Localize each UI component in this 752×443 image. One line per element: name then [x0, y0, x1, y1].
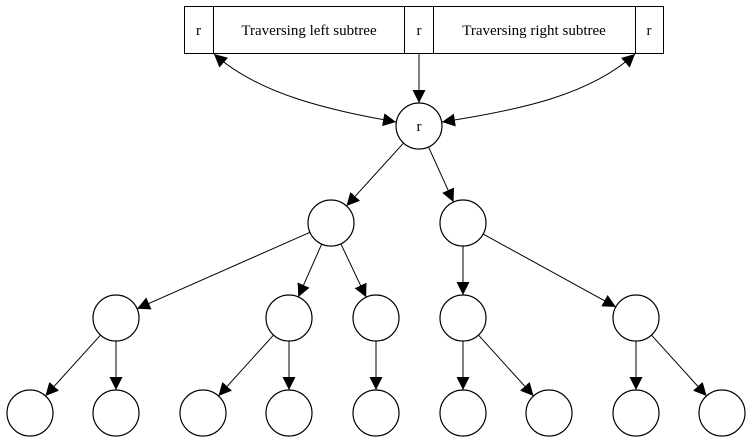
- tree-edge-root-a: [346, 142, 404, 207]
- tree-node: [307, 199, 355, 247]
- tree-node: [92, 389, 140, 437]
- tree-node: [439, 294, 487, 342]
- tree-edges: [45, 142, 707, 397]
- tree-edge-b1-b1y: [478, 334, 534, 397]
- tree-edge-a2-a2x: [218, 334, 274, 397]
- tree-node: [698, 389, 746, 437]
- tree-node: [352, 389, 400, 437]
- tree-node: [352, 294, 400, 342]
- tree-node: [439, 199, 487, 247]
- record-cell-root-pre: r: [196, 23, 201, 39]
- record-edges: [213, 53, 636, 127]
- tree-node: [179, 389, 227, 437]
- tree-node: [439, 389, 487, 437]
- record-cell-right-subtree: Traversing right subtree: [462, 23, 606, 39]
- tree-node: [6, 389, 54, 437]
- record-box: r Traversing left subtree r Traversing r…: [184, 6, 664, 54]
- edge-right-subtree-to-root: [441, 53, 636, 127]
- tree-edge-b2-b2y: [651, 334, 707, 397]
- tree-node: [265, 294, 313, 342]
- tree-node: [265, 389, 313, 437]
- node-label: r: [417, 119, 422, 135]
- tree-edge-a-a1: [136, 231, 311, 310]
- tree-node: [612, 294, 660, 342]
- tree-edge-a-a2: [297, 243, 323, 298]
- record-outline: [184, 6, 664, 54]
- tree-edge-a-a3: [340, 243, 367, 298]
- record-cell-root-post: r: [647, 23, 652, 39]
- record-cell-left-subtree: Traversing left subtree: [241, 23, 377, 39]
- root-node: [395, 102, 443, 150]
- tree-edge-a1-a1x: [45, 334, 101, 397]
- tree-nodes: r: [6, 102, 746, 437]
- tree-node: [92, 294, 140, 342]
- tree-node: [525, 389, 573, 437]
- tree-node: [612, 389, 660, 437]
- record-cell-root-in: r: [417, 23, 422, 39]
- tree-edge-root-b: [428, 146, 455, 203]
- tree-edge-b-b2: [482, 233, 617, 308]
- edge-left-subtree-to-root: [213, 53, 397, 127]
